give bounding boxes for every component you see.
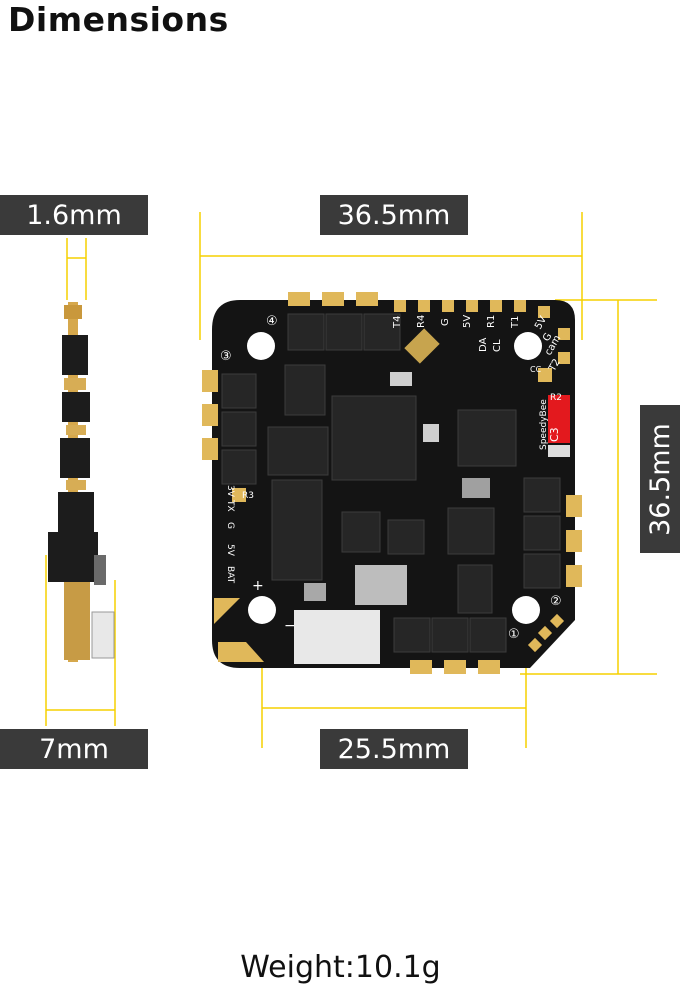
svg-text:CL: CL bbox=[492, 339, 503, 352]
svg-text:+: + bbox=[252, 578, 264, 594]
svg-text:TX: TX bbox=[225, 499, 235, 512]
svg-text:R3: R3 bbox=[242, 491, 254, 501]
side-view bbox=[48, 302, 115, 662]
dimension-lines bbox=[45, 212, 657, 748]
svg-text:T4: T4 bbox=[392, 316, 403, 329]
svg-text:5V: 5V bbox=[462, 315, 473, 328]
svg-text:DA: DA bbox=[478, 337, 489, 352]
hole-spacing-label: 25.5mm bbox=[320, 729, 468, 769]
height-label: 36.5mm bbox=[640, 405, 680, 553]
svg-text:④: ④ bbox=[266, 314, 278, 329]
svg-text:T1: T1 bbox=[510, 316, 521, 329]
width-label: 36.5mm bbox=[320, 195, 468, 235]
svg-text:3V: 3V bbox=[225, 485, 235, 498]
page-title: Dimensions bbox=[8, 0, 229, 39]
svg-text:C3: C3 bbox=[548, 427, 561, 442]
svg-text:③: ③ bbox=[220, 349, 232, 364]
svg-text:−: − bbox=[284, 618, 296, 634]
svg-text:SpeedyBee: SpeedyBee bbox=[539, 399, 549, 450]
side-height-label: 7mm bbox=[0, 729, 148, 769]
height-label-text: 36.5mm bbox=[644, 422, 676, 536]
svg-text:R2: R2 bbox=[550, 393, 562, 403]
thickness-label: 1.6mm bbox=[0, 195, 148, 235]
svg-text:CC: CC bbox=[530, 365, 542, 374]
svg-text:①: ① bbox=[508, 627, 520, 642]
svg-text:G: G bbox=[225, 522, 235, 529]
svg-text:G: G bbox=[440, 318, 451, 326]
svg-text:R4: R4 bbox=[416, 315, 427, 328]
svg-text:BAT: BAT bbox=[225, 566, 235, 584]
svg-text:②: ② bbox=[550, 594, 562, 609]
weight-text: Weight:10.1g bbox=[240, 950, 441, 985]
board-top-view: T4 R4 G 5V DA CL R1 T1 5V G cam T2 CC R2… bbox=[202, 292, 582, 674]
svg-text:5V: 5V bbox=[225, 544, 235, 557]
svg-text:R1: R1 bbox=[486, 315, 497, 328]
